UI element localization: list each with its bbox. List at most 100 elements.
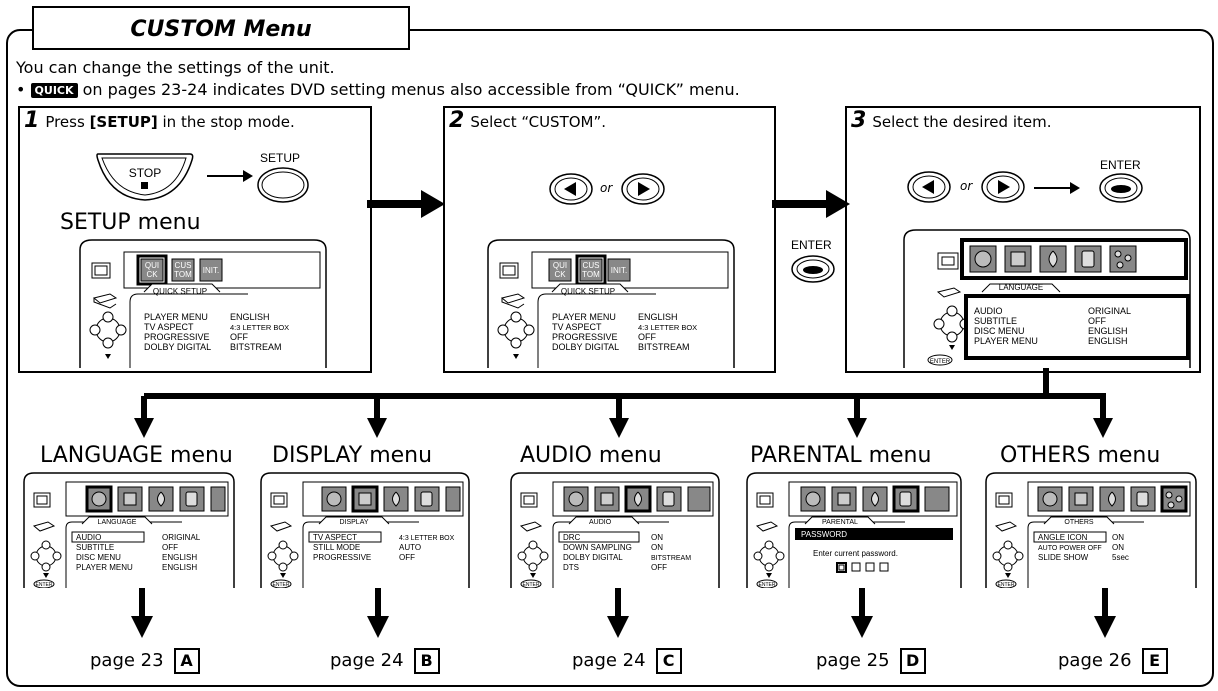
svg-text:INIT.: INIT. bbox=[611, 266, 627, 275]
qs-row-label: PROGRESSIVE bbox=[552, 332, 618, 342]
lang-row-label: PLAYER MENU bbox=[974, 336, 1038, 346]
qs-row-value: OFF bbox=[230, 332, 248, 342]
display-menu-title: DISPLAY menu bbox=[272, 443, 433, 468]
menu-row-label: TV ASPECT bbox=[313, 533, 357, 542]
page-ref-e[interactable]: page 26 E bbox=[1058, 648, 1168, 674]
setup-key-label: [SETUP] bbox=[89, 113, 158, 131]
custom-screen-step3: ENTER LANGUAGE AUDIO ORIGINAL SUBTITLE O… bbox=[903, 229, 1191, 368]
page-ref-label: page 24 bbox=[572, 650, 646, 671]
menu-row-value: AUTO bbox=[399, 543, 421, 552]
qs-row-label: TV ASPECT bbox=[552, 322, 602, 332]
enter-button-between[interactable] bbox=[790, 254, 836, 284]
svg-text:CUS: CUS bbox=[583, 261, 600, 270]
qs-row-label: PROGRESSIVE bbox=[144, 332, 210, 342]
quick-setup-title: QUICK SETUP bbox=[561, 287, 615, 296]
menu-row-label: SLIDE SHOW bbox=[1038, 553, 1089, 562]
page-ref-label: page 24 bbox=[330, 650, 404, 671]
svg-text:TOM: TOM bbox=[582, 270, 600, 279]
menu-row-value: 4:3 LETTER BOX bbox=[399, 535, 455, 542]
step-2-text: 2 Select “CUSTOM”. bbox=[449, 108, 606, 133]
enter-button-step3[interactable] bbox=[1098, 172, 1144, 204]
section-title: CUSTOM Menu bbox=[130, 17, 312, 42]
menu-row-label: DISC MENU bbox=[76, 553, 121, 562]
menu-row-value: ON bbox=[1112, 543, 1124, 552]
menu-row-label: AUDIO bbox=[76, 533, 101, 542]
qs-row-value: BITSTREAM bbox=[638, 342, 690, 352]
branch-connector bbox=[134, 368, 1113, 438]
enter-small-label: ENTER bbox=[759, 582, 776, 588]
qs-row-label: PLAYER MENU bbox=[552, 312, 616, 322]
step-1-number: 1 bbox=[24, 108, 40, 133]
section-title-box: CUSTOM Menu bbox=[32, 6, 410, 50]
svg-text:QUI: QUI bbox=[553, 261, 567, 270]
svg-text:INIT.: INIT. bbox=[203, 266, 219, 275]
step-2-number: 2 bbox=[449, 108, 465, 133]
right-button-step3[interactable] bbox=[980, 170, 1026, 204]
left-button-step3[interactable] bbox=[906, 170, 952, 204]
menu-row-value: BITSTREAM bbox=[651, 555, 691, 562]
display-screen: ENTER DISPLAY TV ASPECT 4:3 LETTER BOX S… bbox=[260, 472, 470, 588]
qs-row-value: OFF bbox=[638, 332, 656, 342]
menu-row-label: DRC bbox=[563, 533, 581, 542]
menu-row-label: ANGLE ICON bbox=[1038, 533, 1088, 542]
setup-button[interactable] bbox=[256, 166, 310, 204]
svg-text:CK: CK bbox=[146, 270, 158, 279]
svg-text:CUS: CUS bbox=[175, 261, 192, 270]
qs-row-value: 4:3 LETTER BOX bbox=[230, 323, 289, 332]
lang-row-value: ORIGINAL bbox=[1088, 306, 1131, 316]
qs-row-value: 4:3 LETTER BOX bbox=[638, 323, 697, 332]
svg-text:QUI: QUI bbox=[145, 261, 159, 270]
audio-screen: ENTER AUDIO DRC ON DOWN SAMPLING ON DOLB… bbox=[510, 472, 720, 588]
or-label-step2: or bbox=[600, 181, 613, 195]
menu-row-value: OFF bbox=[162, 543, 178, 552]
section-letter-e: E bbox=[1141, 648, 1168, 674]
audio-menu-title: AUDIO menu bbox=[520, 443, 662, 468]
enter-small-label: ENTER bbox=[998, 582, 1015, 588]
step-2-label: Select “CUSTOM”. bbox=[470, 113, 607, 131]
menu-row-value: ON bbox=[1112, 533, 1124, 542]
language-menu-title: LANGUAGE menu bbox=[40, 443, 233, 468]
menu-row-label: PLAYER MENU bbox=[76, 563, 133, 572]
parental-screen: ENTER PARENTAL PASSWORD Enter current pa… bbox=[746, 472, 962, 588]
svg-text:CK: CK bbox=[554, 270, 566, 279]
lang-row-value: ENGLISH bbox=[1088, 326, 1128, 336]
right-button-step2[interactable] bbox=[620, 172, 666, 206]
enter-label-step3: ENTER bbox=[1100, 158, 1141, 172]
screen-title: DISPLAY bbox=[339, 519, 368, 526]
big-arrow-2 bbox=[772, 190, 850, 218]
section-letter-a: A bbox=[173, 648, 200, 674]
language-screen-title: LANGUAGE bbox=[999, 283, 1043, 292]
intro-line-2: • QUICK on pages 23-24 indicates DVD set… bbox=[16, 80, 740, 99]
intro-line-1: You can change the settings of the unit. bbox=[16, 58, 335, 77]
stop-button[interactable]: STOP bbox=[90, 150, 200, 206]
page-ref-b[interactable]: page 24 B bbox=[330, 648, 440, 674]
qs-row-value: BITSTREAM bbox=[230, 342, 282, 352]
left-button-step2[interactable] bbox=[548, 172, 594, 206]
page-ref-label: page 26 bbox=[1058, 650, 1132, 671]
menu-row-label: AUTO POWER OFF bbox=[1038, 545, 1102, 552]
menu-row-value: ORIGINAL bbox=[162, 533, 201, 542]
section-letter-c: C bbox=[655, 648, 682, 674]
step-1-pre: Press bbox=[45, 113, 90, 131]
step-3-number: 3 bbox=[851, 108, 867, 133]
enter-small-label: ENTER bbox=[930, 359, 951, 365]
section-letter-b: B bbox=[413, 648, 440, 674]
menu-row-value: ENGLISH bbox=[162, 553, 197, 562]
intro-line-2-text: on pages 23-24 indicates DVD setting men… bbox=[77, 80, 740, 99]
lang-row-label: SUBTITLE bbox=[974, 316, 1017, 326]
or-label-step3: or bbox=[960, 179, 973, 193]
menu-row-label: PROGRESSIVE bbox=[313, 553, 371, 562]
lang-row-label: AUDIO bbox=[974, 306, 1003, 316]
big-arrow-1 bbox=[367, 190, 445, 218]
menu-row-label: DOLBY DIGITAL bbox=[563, 553, 623, 562]
menu-row-label: STILL MODE bbox=[313, 543, 360, 552]
qs-row-label: DOLBY DIGITAL bbox=[552, 342, 619, 352]
page-ref-label: page 25 bbox=[816, 650, 890, 671]
setup-screen-step1: QUI CK CUS TOM INIT. QUICK SETUP PLAYER … bbox=[79, 239, 327, 368]
page-ref-c[interactable]: page 24 C bbox=[572, 648, 682, 674]
menu-row-value: ENGLISH bbox=[162, 563, 197, 572]
page-frame bbox=[6, 29, 1214, 687]
